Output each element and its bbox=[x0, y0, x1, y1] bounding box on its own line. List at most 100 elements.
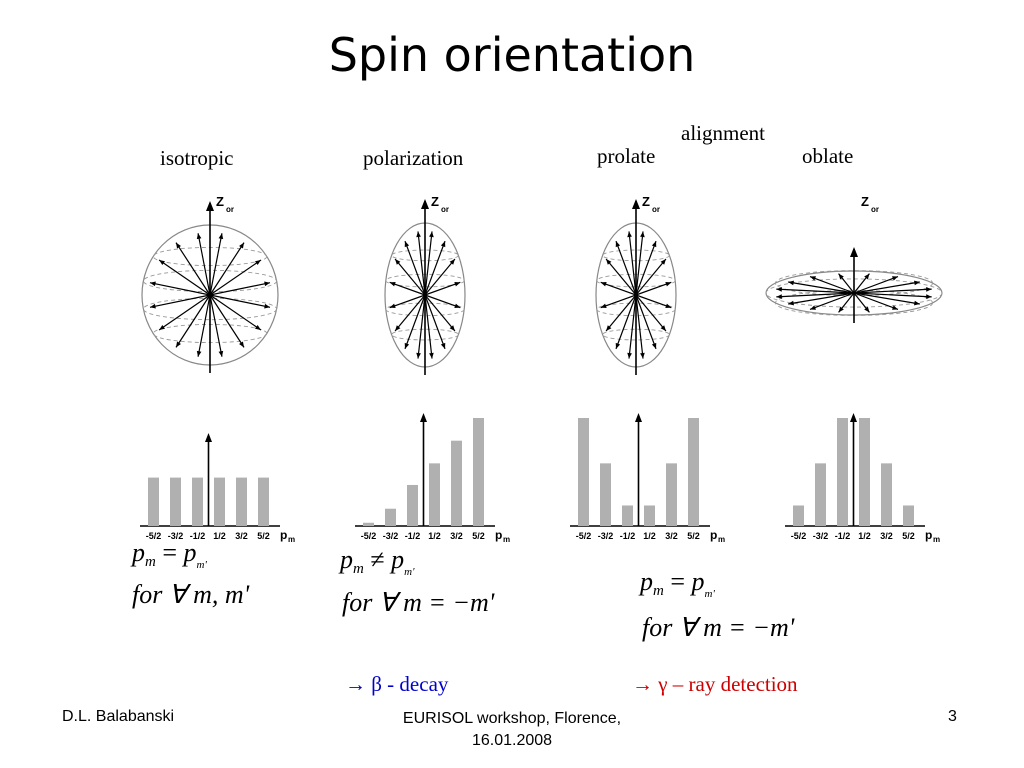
population-bar bbox=[473, 418, 484, 526]
footer-event: EURISOL workshop, Florence, 16.01.2008 bbox=[402, 710, 622, 749]
precession-ring bbox=[765, 278, 943, 308]
pm-axis-label-sub: m bbox=[933, 535, 940, 544]
spin-vector bbox=[635, 294, 657, 350]
population-bar bbox=[170, 477, 181, 526]
spin-vector bbox=[175, 294, 211, 348]
polarization-spin-diagram: Z or bbox=[384, 194, 466, 375]
spin-vector-arrowhead bbox=[218, 233, 224, 240]
oblate-spin-diagram: Z or bbox=[765, 194, 943, 323]
spin-vector-arrowhead bbox=[416, 352, 421, 359]
spin-vector-arrowhead bbox=[776, 294, 782, 299]
quantization-axis-arrowhead bbox=[420, 413, 427, 422]
formula-polarization-line2: for ∀ m = −m' bbox=[342, 588, 495, 617]
spin-vector bbox=[853, 292, 920, 305]
footer-author: D.L. Balabanski bbox=[62, 708, 175, 725]
spin-vector bbox=[635, 294, 667, 332]
population-bar bbox=[258, 477, 269, 526]
spin-vector-arrowhead bbox=[615, 342, 621, 349]
spin-vector-arrowhead bbox=[175, 341, 181, 348]
spin-vector-arrowhead bbox=[404, 241, 410, 248]
population-bar bbox=[236, 477, 247, 526]
z-axis-arrowhead bbox=[850, 247, 858, 257]
spin-vector-arrowhead bbox=[255, 259, 261, 266]
m-tick-label: 3/2 bbox=[665, 531, 678, 541]
z-axis-sub: or bbox=[226, 205, 234, 214]
spin-vector bbox=[635, 281, 672, 296]
spin-vector-arrowhead bbox=[196, 233, 202, 240]
spin-vector bbox=[389, 294, 426, 309]
spin-vector bbox=[424, 281, 461, 296]
spin-vector-arrowhead bbox=[600, 282, 607, 287]
spin-vector bbox=[175, 242, 211, 296]
population-bar bbox=[903, 505, 914, 526]
label-isotropic: isotropic bbox=[160, 146, 234, 170]
spin-vector-arrowhead bbox=[864, 273, 870, 280]
m-tick-label: -3/2 bbox=[383, 531, 399, 541]
precession-ring bbox=[391, 328, 459, 341]
formula-alignment-line1: pm = pm' bbox=[640, 567, 715, 600]
spin-vector-arrowhead bbox=[159, 324, 165, 331]
note-gamma-ray-detection: → γ – ray detection bbox=[632, 672, 798, 696]
spin-vector bbox=[149, 294, 211, 308]
spin-vector bbox=[635, 294, 672, 309]
formula-isotropic-line2: for ∀ m, m' bbox=[132, 580, 250, 609]
spin-vector-arrowhead bbox=[404, 342, 410, 349]
spin-vector bbox=[417, 231, 426, 296]
spin-vector bbox=[776, 288, 855, 294]
spin-vector bbox=[209, 233, 223, 296]
spin-vector-arrowhead bbox=[615, 241, 621, 248]
m-tick-label: -5/2 bbox=[146, 531, 162, 541]
spin-vector bbox=[424, 294, 446, 350]
m-tick-label: -1/2 bbox=[405, 531, 421, 541]
pm-axis-label-sub: m bbox=[288, 535, 295, 544]
quantization-axis-arrowhead bbox=[205, 433, 212, 442]
spin-vector bbox=[628, 294, 637, 359]
page-title: Spin orientation bbox=[328, 28, 696, 82]
m-tick-label: 1/2 bbox=[428, 531, 441, 541]
spin-vector-arrowhead bbox=[395, 258, 401, 265]
population-bar bbox=[644, 505, 655, 526]
spin-vector bbox=[394, 294, 426, 332]
spin-vector-arrowhead bbox=[627, 231, 632, 238]
spin-vector bbox=[605, 294, 637, 332]
pm-axis-label-sub: m bbox=[503, 535, 510, 544]
z-axis-arrowhead bbox=[421, 199, 429, 209]
spin-vector-arrowhead bbox=[600, 303, 607, 308]
footer-page-number: 3 bbox=[948, 708, 957, 725]
spin-vector bbox=[209, 294, 223, 357]
population-bar bbox=[859, 418, 870, 526]
m-tick-label: -3/2 bbox=[813, 531, 829, 541]
spin-vector-arrowhead bbox=[239, 242, 245, 249]
formula-polarization-line1: pm ≠ pm' bbox=[340, 545, 415, 578]
population-bar bbox=[578, 418, 589, 526]
m-tick-label: -5/2 bbox=[576, 531, 592, 541]
spin-vector-arrowhead bbox=[926, 294, 932, 299]
population-bar bbox=[688, 418, 699, 526]
population-bar bbox=[385, 508, 396, 526]
isotropic-spin-diagram: Z or bbox=[141, 194, 279, 373]
spin-vector-arrowhead bbox=[914, 280, 920, 286]
spin-vector-arrowhead bbox=[149, 281, 156, 287]
spin-vector bbox=[417, 294, 426, 359]
label-prolate: prolate bbox=[597, 144, 656, 168]
precession-ring bbox=[774, 289, 934, 316]
spin-vector bbox=[424, 294, 461, 309]
spin-vector bbox=[424, 258, 456, 296]
population-bar bbox=[622, 505, 633, 526]
spin-vector-arrowhead bbox=[440, 241, 446, 248]
spin-vector-arrowhead bbox=[429, 231, 434, 238]
spin-vector-arrowhead bbox=[255, 324, 261, 331]
spin-vector bbox=[404, 240, 426, 296]
population-bar bbox=[451, 440, 462, 526]
label-oblate: oblate bbox=[802, 144, 854, 168]
spin-vector-arrowhead bbox=[175, 242, 181, 249]
spin-vector-arrowhead bbox=[449, 325, 455, 332]
spin-vector bbox=[158, 259, 211, 296]
spin-vector bbox=[853, 275, 899, 294]
spin-vector-arrowhead bbox=[776, 287, 782, 292]
z-axis-sub: or bbox=[652, 205, 660, 214]
spin-vector-arrowhead bbox=[416, 231, 421, 238]
population-bar bbox=[815, 463, 826, 526]
